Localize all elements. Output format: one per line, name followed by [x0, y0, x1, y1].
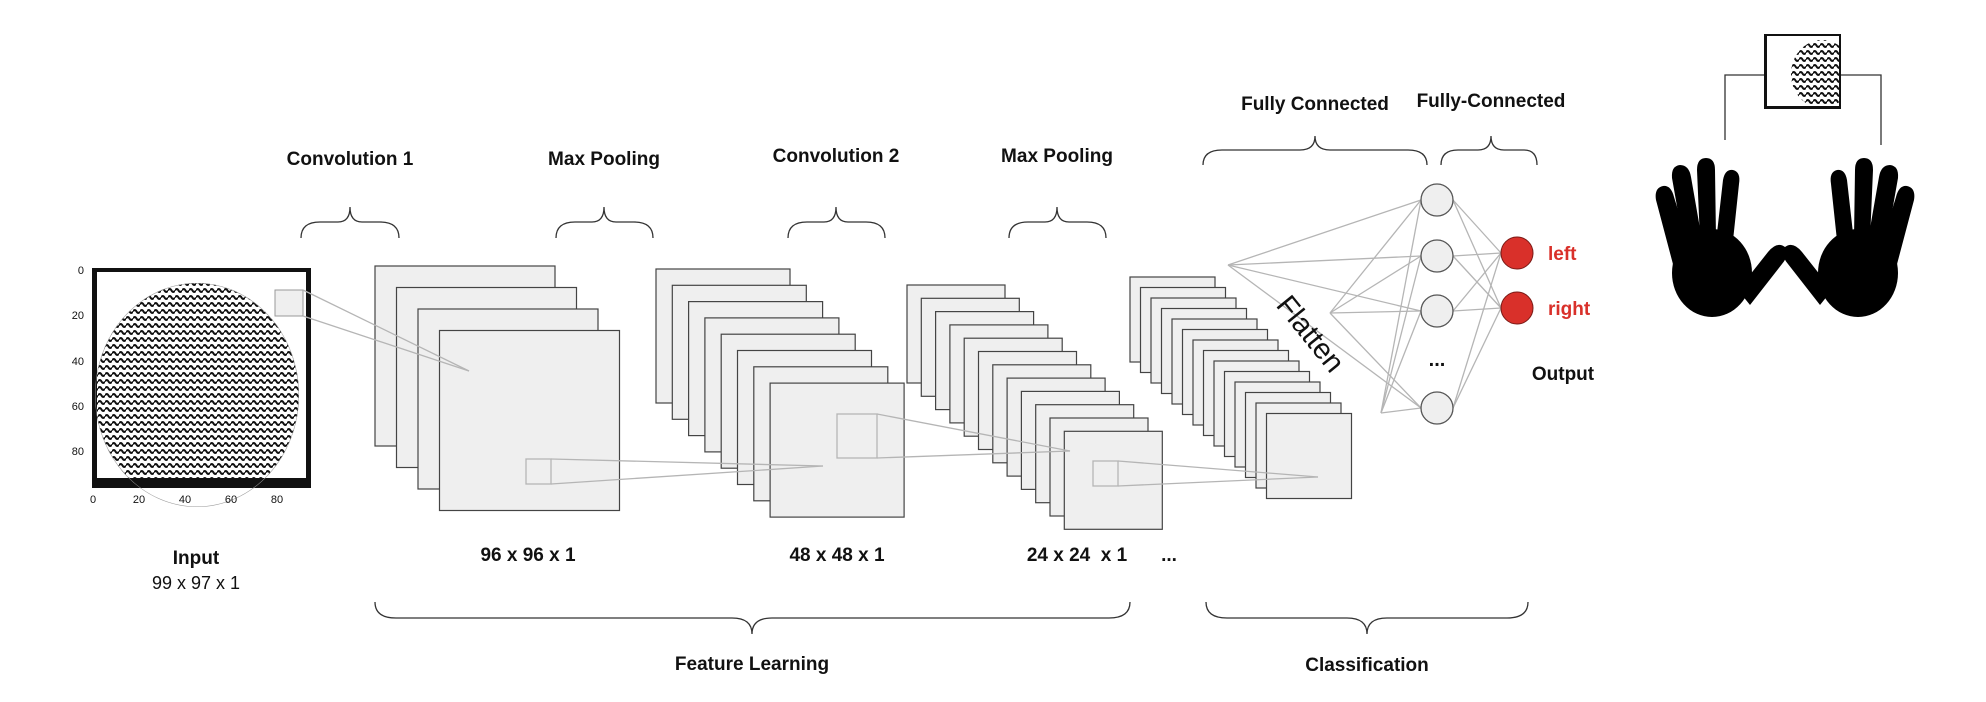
network-connection	[1380, 407, 1422, 414]
input-y-ticks: 0 20 40 60 80	[72, 265, 84, 458]
output-right-label: right	[1548, 299, 1591, 320]
network-connection	[1329, 312, 1422, 409]
section-classification: Classification	[1305, 655, 1429, 676]
input-x-tick: 0	[90, 494, 96, 506]
output-node-right	[1500, 291, 1534, 325]
thumbnail-connector	[1724, 74, 1882, 145]
input-x-tick: 20	[133, 494, 145, 506]
fingerprint-thumbnail	[1764, 34, 1841, 109]
input-y-tick: 0	[78, 265, 84, 277]
input-y-tick: 80	[72, 446, 84, 458]
network-connection	[1329, 199, 1422, 314]
right-hand-icon	[1782, 158, 1915, 317]
network-connection	[1380, 255, 1422, 414]
network-connection	[1380, 199, 1422, 414]
conv1-title: Convolution 1	[287, 149, 414, 170]
size-label-48: 48 x 48 x 1	[789, 545, 885, 566]
input-dims: 99 x 97 x 1	[152, 573, 240, 593]
pool2-title: Max Pooling	[1001, 146, 1113, 167]
hidden-nodes	[1420, 183, 1454, 425]
size-label-24: 24 x 24 x 1	[1027, 545, 1128, 566]
conv2-title: Convolution 2	[773, 146, 900, 167]
hidden-node	[1420, 183, 1454, 217]
output-title: Output	[1532, 364, 1595, 385]
left-hand-icon	[1655, 158, 1788, 317]
brace-classification	[1205, 601, 1529, 635]
brace-fc1	[1202, 135, 1428, 166]
network-connection	[1452, 199, 1502, 254]
brace-pool2	[1008, 206, 1107, 239]
network-connection	[1227, 255, 1422, 266]
hidden-node	[1420, 239, 1454, 273]
network-connection	[1452, 252, 1502, 257]
pool2-feature-map	[1265, 412, 1353, 500]
receptive-field-pool1	[525, 458, 552, 485]
input-x-tick: 40	[179, 494, 191, 506]
hidden-node	[1420, 294, 1454, 328]
fc2-title: Fully-Connected	[1417, 91, 1566, 112]
connector-lines	[302, 289, 1319, 487]
nodes-ellipsis: ...	[1429, 349, 1446, 371]
pool1-title: Max Pooling	[548, 149, 660, 170]
input-y-tick: 40	[72, 356, 84, 368]
output-left-label: left	[1548, 244, 1577, 265]
receptive-field-pool2	[1092, 460, 1119, 487]
input-y-tick: 20	[72, 310, 84, 322]
brace-fc2	[1440, 135, 1538, 166]
feature-map-stacks	[374, 265, 1353, 530]
network-connection	[1227, 199, 1422, 266]
network-connection	[1452, 252, 1502, 312]
section-feature-learning: Feature Learning	[675, 654, 829, 675]
network-connection	[1380, 310, 1422, 414]
output-nodes	[1500, 236, 1534, 325]
input-x-tick: 60	[225, 494, 237, 506]
output-node-left	[1500, 236, 1534, 270]
conv1-feature-map	[438, 329, 621, 512]
brace-feature-learning	[374, 601, 1131, 635]
network-connection	[1227, 264, 1422, 312]
network-connection	[1452, 252, 1502, 409]
network-connection	[1329, 255, 1422, 314]
brace-conv1	[300, 206, 400, 239]
size-label-96: 96 x 96 x 1	[480, 545, 576, 566]
size-ellipsis: ...	[1161, 545, 1177, 566]
receptive-field-conv2	[836, 413, 878, 459]
fc1-title: Fully Connected	[1241, 94, 1389, 115]
conv2-feature-map	[1063, 430, 1163, 530]
brace-conv2	[787, 206, 886, 239]
hidden-node	[1420, 391, 1454, 425]
input-x-ticks: 0 20 40 60 80	[90, 494, 283, 506]
input-label: Input	[173, 548, 220, 569]
network-connection	[1329, 310, 1422, 314]
network-connection	[1452, 307, 1502, 409]
network-connection	[1452, 307, 1502, 312]
network-connections	[1227, 199, 1502, 414]
input-x-tick: 80	[271, 494, 283, 506]
input-y-tick: 60	[72, 401, 84, 413]
receptive-field-input	[274, 289, 304, 317]
brace-pool1	[555, 206, 654, 239]
